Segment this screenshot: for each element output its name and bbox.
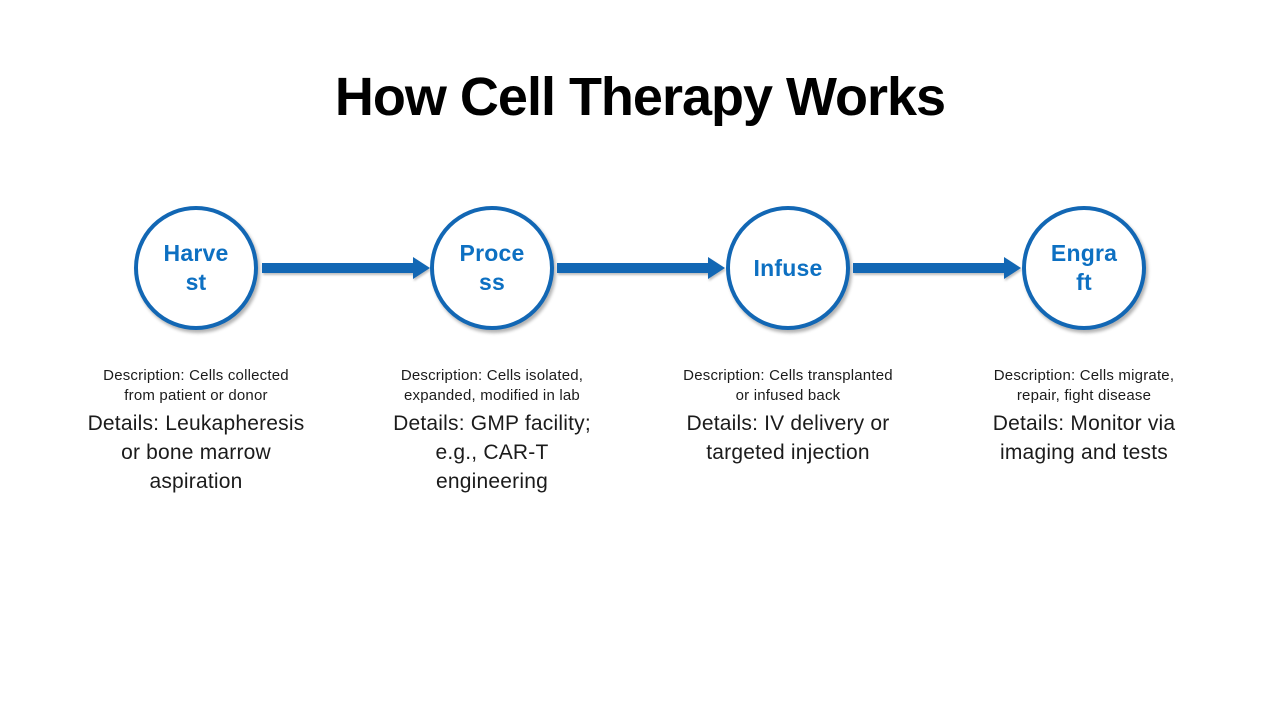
step-details: Details: Monitor via imaging and tests: [934, 409, 1234, 467]
details-line: Details: Leukapheresis: [87, 412, 305, 435]
step-text-infuse: Description: Cells transplanted or infus…: [638, 366, 938, 467]
description-line: repair, fight disease: [1016, 387, 1152, 404]
arrow-head-icon: [1004, 257, 1021, 279]
details-line: targeted injection: [706, 441, 870, 464]
step-label-line: Engra: [1050, 240, 1118, 266]
step-engraft: Engra ft Description: Cells migrate, rep…: [934, 0, 1234, 720]
details-line: imaging and tests: [1000, 441, 1168, 464]
step-details: Details: Leukapheresis or bone marrow as…: [46, 409, 346, 496]
step-circle-process: Proce ss: [430, 206, 554, 330]
description-line: Description: Cells isolated,: [400, 367, 584, 384]
step-label-engraft: Engra ft: [1051, 239, 1117, 297]
description-line: expanded, modified in lab: [404, 387, 580, 404]
step-description: Description: Cells collected from patien…: [46, 366, 346, 406]
step-text-harvest: Description: Cells collected from patien…: [46, 366, 346, 496]
step-circle-engraft: Engra ft: [1022, 206, 1146, 330]
step-label-line: Harve: [163, 240, 229, 266]
details-line: aspiration: [149, 470, 243, 493]
details-line: or bone marrow: [121, 441, 271, 464]
step-details: Details: IV delivery or targeted injecti…: [638, 409, 938, 467]
arrow-infuse-to-engraft: [853, 257, 1021, 279]
details-line: engineering: [436, 470, 548, 493]
page-title: How Cell Therapy Works: [334, 67, 946, 127]
arrow-line: [262, 263, 416, 273]
arrow-harvest-to-process: [262, 257, 430, 279]
step-circle-harvest: Harve st: [134, 206, 258, 330]
step-label-line: ft: [1076, 269, 1092, 295]
description-line: Description: Cells transplanted: [683, 367, 893, 384]
details-line: e.g., CAR-T: [435, 441, 549, 464]
step-description: Description: Cells transplanted or infus…: [638, 366, 938, 406]
step-description: Description: Cells migrate, repair, figh…: [934, 366, 1234, 406]
details-line: Details: GMP facility;: [393, 412, 591, 435]
step-text-engraft: Description: Cells migrate, repair, figh…: [934, 366, 1234, 467]
arrow-head-icon: [708, 257, 725, 279]
step-circle-infuse: Infuse: [726, 206, 850, 330]
step-description: Description: Cells isolated, expanded, m…: [342, 366, 642, 406]
step-infuse: Infuse Description: Cells transplanted o…: [638, 0, 938, 720]
step-text-process: Description: Cells isolated, expanded, m…: [342, 366, 642, 496]
details-line: Details: IV delivery or: [686, 412, 890, 435]
step-label-line: ss: [479, 269, 505, 295]
arrow-process-to-infuse: [557, 257, 725, 279]
details-line: Details: Monitor via: [992, 412, 1176, 435]
arrow-line: [853, 263, 1007, 273]
arrow-head-icon: [413, 257, 430, 279]
arrow-line: [557, 263, 711, 273]
description-line: or infused back: [735, 387, 841, 404]
description-line: from patient or donor: [124, 387, 268, 404]
step-label-harvest: Harve st: [164, 239, 229, 297]
step-details: Details: GMP facility; e.g., CAR-T engin…: [342, 409, 642, 496]
step-label-line: Proce: [459, 240, 525, 266]
step-harvest: Harve st Description: Cells collected fr…: [46, 0, 346, 720]
step-label-line: st: [185, 269, 207, 295]
step-label-line: Infuse: [753, 254, 823, 281]
step-label-infuse: Infuse: [754, 254, 823, 283]
step-label-process: Proce ss: [460, 239, 525, 297]
description-line: Description: Cells collected: [103, 367, 289, 384]
description-line: Description: Cells migrate,: [993, 367, 1175, 384]
step-process: Proce ss Description: Cells isolated, ex…: [342, 0, 642, 720]
